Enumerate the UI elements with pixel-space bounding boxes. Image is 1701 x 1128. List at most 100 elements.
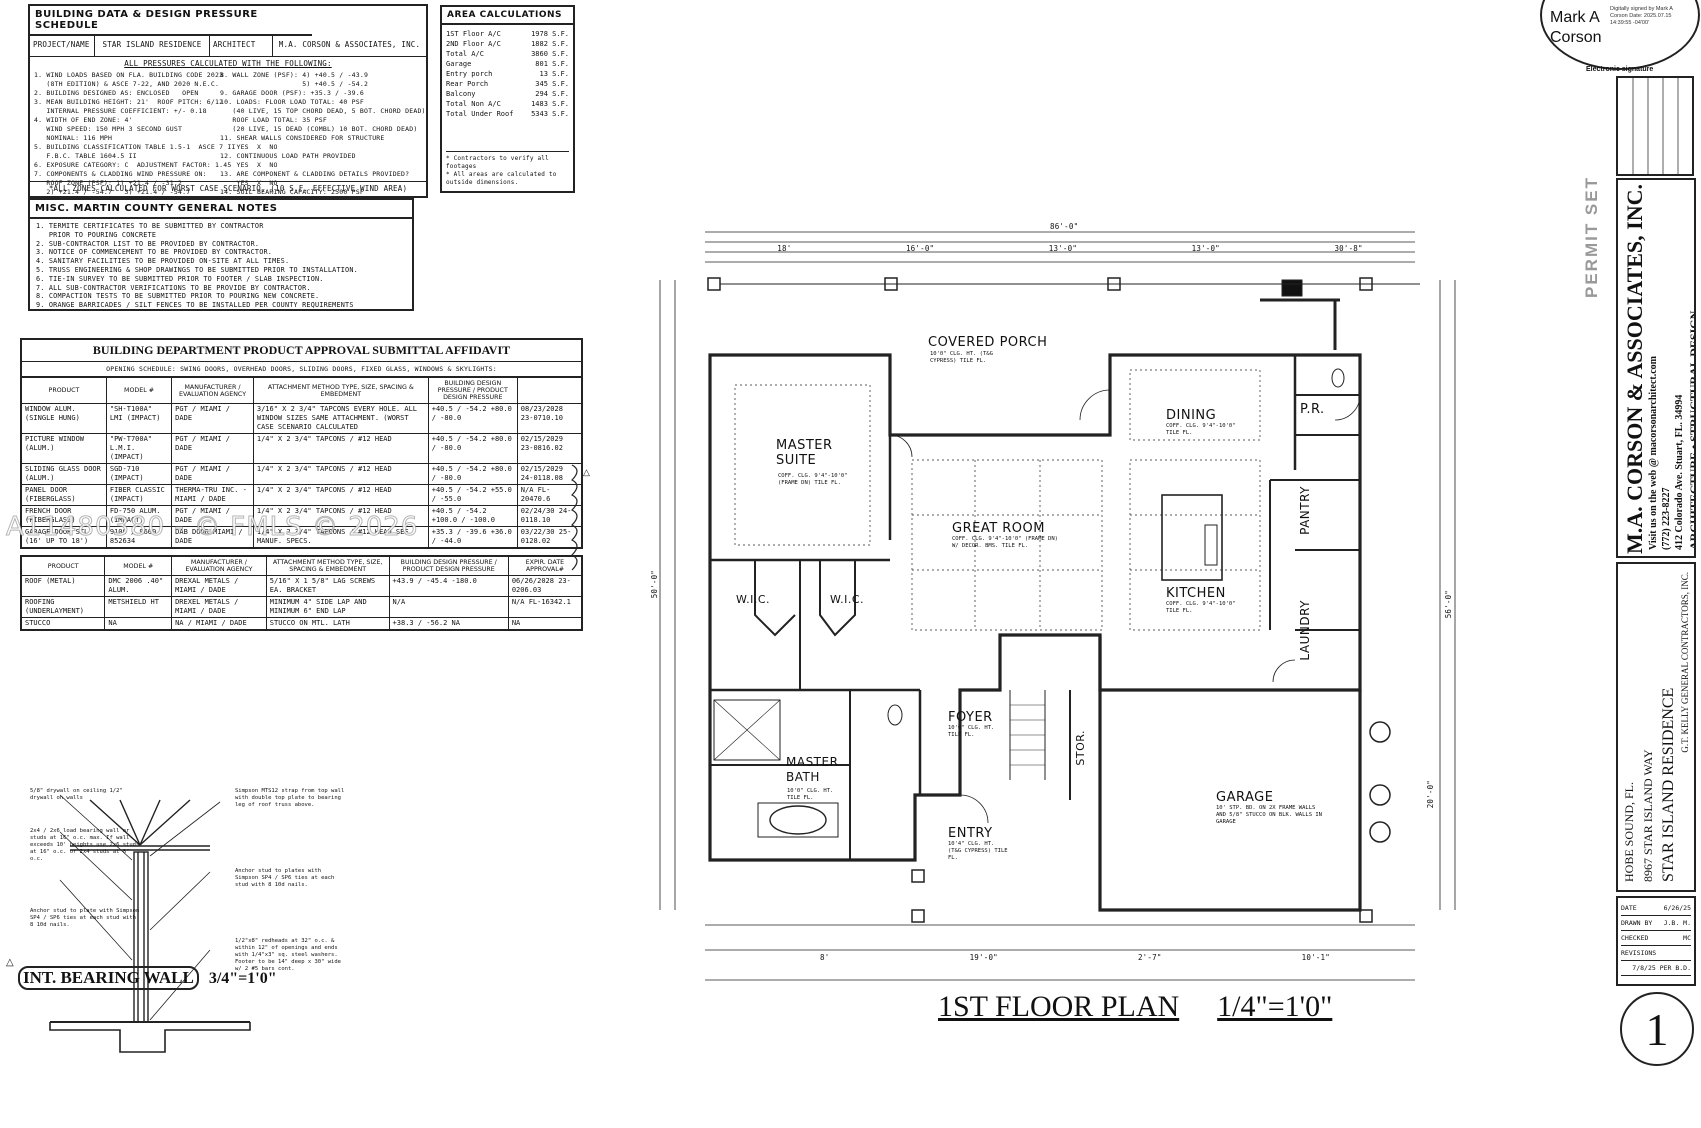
building-data-left-column: 1. WIND LOADS BASED ON FLA. BUILDING COD… bbox=[34, 71, 236, 215]
firm-name: M.A. CORSON & ASSOCIATES, INC. bbox=[1622, 184, 1647, 554]
building-data-box: BUILDING DATA & DESIGN PRESSURE SCHEDULE… bbox=[28, 4, 428, 214]
building-data-item: 3. MEAN BUILDING HEIGHT: 21' ROOF PITCH:… bbox=[34, 98, 224, 106]
bearing-wall-title: INT. BEARING WALL bbox=[18, 966, 199, 990]
building-data-item: 10. LOADS: FLOOR LOAD TOTAL: 40 PSF bbox=[220, 98, 364, 106]
affidavit-cell: THERMA-TRU INC. - MIAMI / DADE bbox=[171, 484, 254, 506]
room-foyer: FOYER bbox=[948, 710, 993, 725]
info-row: REVISIONS bbox=[1621, 946, 1691, 961]
dim-top: 30'-8" bbox=[1334, 244, 1363, 253]
sheet-number: 1 bbox=[1645, 1003, 1669, 1055]
building-data-item: 4. WIDTH OF END ZONE: 4' bbox=[34, 116, 133, 124]
area-value: 3860 S.F. bbox=[531, 50, 569, 58]
general-note-item: 5. TRUSS ENGINEERING & SHOP DRAWINGS TO … bbox=[36, 265, 358, 274]
general-notes-list: 1. TERMITE CERTIFICATES TO BE SUBMITTED … bbox=[30, 219, 412, 313]
area-label: 2ND Floor A/C bbox=[446, 40, 501, 48]
building-data-item: 2) +21.4 / -54.7 3) +21.4 / -54.7 bbox=[34, 188, 191, 196]
room-kitchen-note: COFF. CLG. 9'4"-10'0" TILE FL. bbox=[1166, 601, 1236, 614]
building-data-item: 5. BUILDING CLASSIFICATION TABLE 1.5-1 A… bbox=[34, 143, 236, 151]
general-note-item: 3. NOTICE OF COMMENCEMENT TO BE PROVIDED… bbox=[36, 248, 273, 257]
affidavit-header-cell: BUILDING DESIGN PRESSURE / PRODUCT DESIG… bbox=[388, 555, 509, 576]
room-covered-porch: COVERED PORCH bbox=[928, 335, 1048, 350]
area-label: Total Under Roof bbox=[446, 110, 514, 118]
building-data-item: 1. WIND LOADS BASED ON FLA. BUILDING COD… bbox=[34, 71, 224, 79]
affidavit-row: ROOF (METAL)DMC 2006 .40" ALUM.DREXAL ME… bbox=[20, 575, 583, 597]
dims-top: 18'16'-0"13'-0"13'-0"30'-8" bbox=[720, 244, 1420, 254]
general-notes-title: MISC. MARTIN COUNTY GENERAL NOTES bbox=[30, 200, 412, 219]
room-covered-porch-note: 10'0" CLG. HT. (T&G CYPRESS) TILE FL. bbox=[930, 351, 993, 364]
revision-cloud bbox=[570, 464, 578, 571]
affidavit-cell: 03/22/30 25-0128.02 bbox=[516, 526, 583, 549]
affidavit-cell: FRENCH DOOR (FIBERGLASS) bbox=[20, 505, 107, 527]
floor-plan: 86'-0" 18'16'-0"13'-0"13'-0"30'-8" 8'19'… bbox=[650, 220, 1480, 1023]
affidavit-cell: 1/4" x 2 3/4" TAPCONS / #12 HEAD bbox=[252, 463, 429, 485]
floor-plan-drawing bbox=[659, 231, 1456, 981]
building-data-item: 13. ARE COMPONENT & CLADDING DETAILS PRO… bbox=[220, 170, 410, 178]
info-value: J.B. M. bbox=[1663, 919, 1691, 927]
bearing-wall-note: Anchor stud to plate with Simpson SP4 / … bbox=[30, 908, 140, 928]
area-value: 1483 S.F. bbox=[531, 100, 569, 108]
general-note-item: 1. TERMITE CERTIFICATES TO BE SUBMITTED … bbox=[36, 222, 264, 230]
affidavit-cell: SLIDING GLASS DOOR (ALUM.) bbox=[20, 463, 107, 485]
info-row: 7/8/25 PER B.D. bbox=[1621, 961, 1691, 976]
dim-bottom: 2'-7" bbox=[1137, 953, 1162, 962]
signature-name: Mark A Corson bbox=[1550, 9, 1602, 46]
affidavit-cell: DREXAL METALS / MIAMI / DADE bbox=[171, 575, 267, 597]
affidavit-cell: "PW-T700A" L.M.I. (IMPACT) bbox=[105, 433, 173, 464]
room-pantry: PANTRY bbox=[1298, 486, 1312, 535]
area-value: 13 S.F. bbox=[539, 70, 569, 78]
bearing-wall-drawing bbox=[49, 794, 251, 1053]
info-value: 7/8/25 PER B.D. bbox=[1632, 964, 1691, 972]
affidavit-cell: STUCCO ON MTL. LATH bbox=[265, 617, 390, 631]
dim-top: 13'-0" bbox=[1048, 244, 1078, 253]
area-calc-title: AREA CALCULATIONS bbox=[442, 7, 573, 25]
revision-triangle-2: △ bbox=[6, 957, 14, 968]
bearing-wall-note: 5/8" drywall on ceiling 1/2" drywall on … bbox=[30, 788, 123, 801]
room-master-bath: MASTER BATH bbox=[786, 755, 839, 784]
contractor-name: G.T. KELLY GENERAL CONTRACTORS, INC. bbox=[1680, 572, 1690, 753]
affidavit-cell: 3/16" x 2 3/4" TAPCONS EVERY HOLE. ALL W… bbox=[252, 403, 429, 434]
floor-plan-title-row: 1ST FLOOR PLAN 1/4"=1'0" bbox=[938, 990, 1332, 1024]
building-data-item: 12. CONTINUOUS LOAD PATH PROVIDED bbox=[220, 152, 356, 160]
building-data-item: WIND SPEED: 150 MPH 3 SECOND GUST bbox=[34, 125, 183, 133]
affidavit-cell: +40.5 / -54.2 +55.0 / -55.0 bbox=[427, 484, 518, 506]
general-note-item: 7. ALL SUB-CONTRACTOR VERIFICATIONS TO B… bbox=[36, 283, 311, 292]
area-note: * Contractors to verify all footages bbox=[446, 155, 549, 170]
overall-width-dim: 86'-0" bbox=[1050, 222, 1079, 231]
affidavit-title: BUILDING DEPARTMENT PRODUCT APPROVAL SUB… bbox=[20, 338, 583, 361]
affidavit-cell: PGT / MIAMI / DADE bbox=[171, 505, 254, 527]
building-data-subtitle: ALL PRESSURES CALCULATED WITH THE FOLLOW… bbox=[124, 59, 332, 68]
building-data-item: ROOF ZONE (PSF): 1) +21.4 / -31.2 bbox=[34, 179, 183, 187]
project-row: PROJECT/NAME STAR ISLAND RESIDENCE ARCHI… bbox=[30, 36, 426, 57]
building-data-item: 14. SOIL BEARING CAPACITY: 2500 PSF bbox=[220, 188, 364, 196]
area-value: 5343 S.F. bbox=[531, 110, 569, 118]
bearing-wall-note: 1/2"x8" redheads at 32" o.c. & within 12… bbox=[235, 938, 341, 972]
info-value: 6/26/25 bbox=[1663, 904, 1691, 912]
info-value: MC bbox=[1683, 934, 1691, 942]
affidavit-cell: +40.5 / -54.2 +100.0 / -100.0 bbox=[427, 505, 518, 527]
firm-line: Visit us on the web @ macorsonarchitect.… bbox=[1648, 356, 1659, 550]
title-block: PERMIT SET M.A. CORSON & ASSOCIATES, INC… bbox=[1580, 76, 1698, 1126]
revision-list-lines bbox=[1632, 78, 1679, 174]
project-name: STAR ISLAND RESIDENCE bbox=[95, 36, 210, 56]
room-foyer-note: 10'0" CLG. HT. TILE FL. bbox=[948, 725, 995, 738]
right-dim-2: 20'-0" bbox=[1426, 780, 1435, 809]
affidavit-cell: SGD-710 (IMPACT) bbox=[105, 463, 173, 485]
affidavit-cell: +35.3 / -39.6 +36.0 / -44.0 bbox=[427, 526, 518, 549]
building-data-item: INTERNAL PRESSURE COEFFICIENT: +/- 0.18 bbox=[34, 107, 207, 115]
left-dim: 50'-0" bbox=[650, 570, 659, 599]
firm-line: ARCHITECTURE • STRUCTURAL DESIGN bbox=[1687, 310, 1696, 550]
affidavit-row: WINDOW ALUM. (SINGLE HUNG)"SH-T100A" LMI… bbox=[20, 403, 583, 434]
affidavit-cell: 9100 / 9600 852634 bbox=[105, 526, 173, 549]
floor-plan-title: 1ST FLOOR PLAN bbox=[938, 990, 1180, 1023]
building-data-item: 11. SHEAR WALLS CONSIDERED FOR STRUCTURE bbox=[220, 134, 385, 142]
dim-bottom: 10'-1" bbox=[1301, 953, 1330, 962]
room-laundry: LAUNDRY bbox=[1298, 600, 1312, 661]
